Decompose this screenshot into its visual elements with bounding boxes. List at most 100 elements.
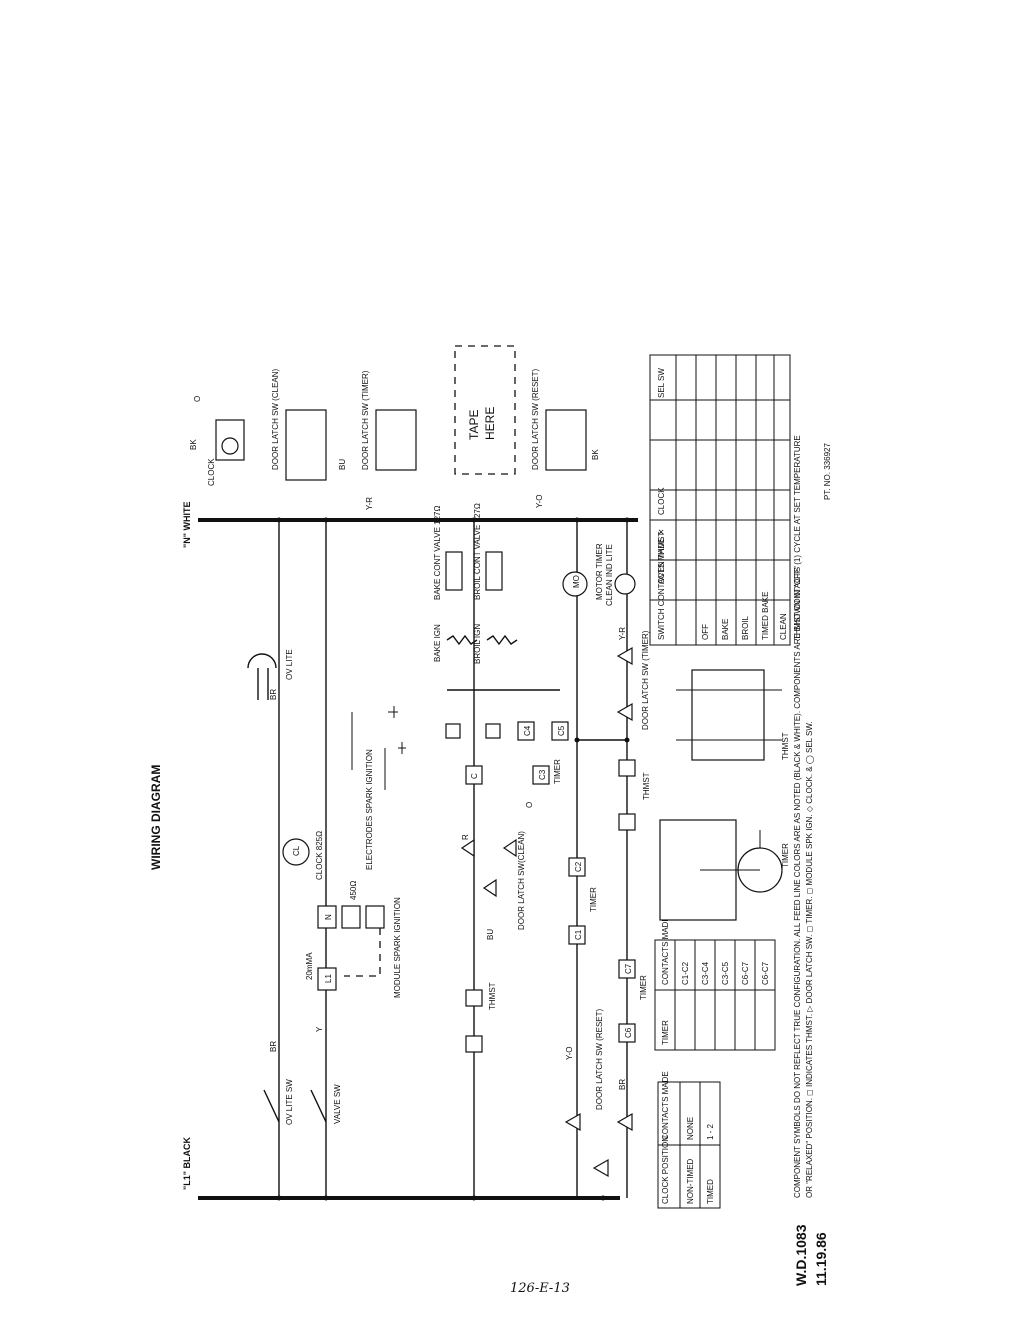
door-latch-top-timer	[375, 409, 417, 471]
clock-825-motor	[282, 838, 310, 866]
door-latch-top-timer-label: DOOR LATCH SW (TIMER)	[361, 370, 370, 470]
door-latch-clean-label: DOOR LATCH SW(CLEAN)	[517, 831, 526, 930]
svg-text:BU: BU	[338, 459, 347, 470]
contact-c3	[532, 765, 550, 785]
svg-text:R: R	[461, 834, 470, 840]
door-latch-top-clean	[285, 409, 327, 481]
door-latch-reset-symbol	[564, 1112, 581, 1132]
broil-cont-valve-label: BROIL CONT VALVE 127Ω	[473, 503, 482, 600]
module-spark-450	[341, 905, 361, 929]
timer-mechanism	[659, 819, 783, 921]
n-white-label: "N" WHITE	[182, 501, 192, 548]
svg-text:TIMER: TIMER	[781, 843, 790, 868]
svg-text:C4: C4	[523, 725, 532, 736]
bake-ign-terminal	[445, 723, 461, 739]
timer-table-header-1: CONTACTS MADE	[661, 916, 670, 985]
svg-text:N: N	[324, 914, 333, 920]
l1-terminal-box	[317, 967, 337, 991]
ov-lite-switch	[263, 1089, 280, 1123]
switch-table	[649, 354, 791, 646]
doc-number: W.D.1083	[793, 1224, 809, 1286]
valve-sw-label: VALVE SW	[333, 1084, 342, 1124]
clock-row-nontimed: NON-TIMED	[686, 1158, 695, 1204]
switch-table-header-6: SEL SW	[657, 368, 666, 398]
doc-date: 11.19.86	[813, 1232, 829, 1286]
switch-row-clean: CLEAN	[779, 613, 788, 640]
svg-text:TIMER: TIMER	[639, 975, 648, 1000]
footnote-line-2: OR "RELAXED" POSITION. ◻ INDICATES THMST…	[805, 721, 814, 1198]
svg-text:TIMER: TIMER	[553, 759, 562, 784]
door-latch-timer-label: DOOR LATCH SW (TIMER)	[641, 630, 650, 730]
svg-text:BU: BU	[486, 929, 495, 940]
module-spark-box3	[365, 905, 385, 929]
valve-switch	[310, 1089, 327, 1123]
bake-cont-valve	[445, 551, 463, 591]
contact-c2	[568, 857, 586, 877]
svg-text:BR: BR	[269, 1041, 278, 1052]
svg-text:Y-O: Y-O	[565, 1047, 574, 1061]
svg-text:THMST: THMST	[642, 772, 651, 800]
clock-table-header-1: CONTACTS MADE	[661, 1071, 670, 1140]
svg-text:CL: CL	[292, 845, 301, 856]
timer-row-5: C6-C7	[761, 961, 770, 985]
clock-table	[657, 1081, 721, 1209]
clean-ind-lite-label: CLEAN IND LITE	[605, 544, 614, 606]
svg-text:Y-R: Y-R	[618, 627, 627, 640]
svg-text:C3: C3	[538, 769, 547, 780]
door-latch-top-reset-label: DOOR LATCH SW (RESET)	[531, 368, 540, 470]
tape-label-1: TAPE	[467, 410, 481, 440]
clock-825-label: CLOCK 825Ω	[315, 831, 324, 880]
clean-ind-lite	[614, 573, 636, 595]
switch-row-broil: BROIL	[741, 615, 750, 640]
contact-c1	[568, 925, 586, 945]
svg-text:C2: C2	[574, 861, 583, 872]
footnote-line-1: COMPONENT SYMBOLS DO NOT REFLECT TRUE CO…	[793, 566, 802, 1198]
svg-text:BR: BR	[269, 689, 278, 700]
svg-text:C6: C6	[624, 1027, 633, 1038]
bake-cont-valve-label: BAKE CONT VALVE 127Ω	[433, 506, 442, 600]
tape-label-2: HERE	[483, 407, 497, 440]
contact-c5	[551, 721, 569, 741]
motor-timer-label: MOTOR TIMER	[595, 543, 604, 600]
handwritten-ref: 126-E-13	[510, 1281, 570, 1296]
thmst-2-box	[618, 813, 636, 831]
svg-text:C7: C7	[624, 963, 633, 974]
current-20ma-label: 20mMA	[305, 952, 314, 980]
svg-text:Y: Y	[315, 1026, 324, 1032]
door-latch-timer-symbol	[616, 702, 633, 722]
broil-ign-label: BROIL IGN	[473, 624, 482, 664]
switch-row-bake: BAKE	[721, 619, 730, 640]
timer-row-1: C1-C2	[681, 961, 690, 985]
switch-table-header-0: SWITCH CONTACTS MADE ✕	[657, 529, 666, 640]
door-latch-top-reset	[545, 409, 587, 471]
broil-ign-terminal	[485, 723, 501, 739]
tape-here-box	[454, 345, 516, 475]
broil-cont-valve	[485, 551, 503, 591]
motor-timer	[562, 571, 588, 597]
bake-ign-label: BAKE IGN	[433, 624, 442, 662]
svg-text:BR: BR	[618, 1079, 627, 1090]
switch-table-header-2: CLOCK	[657, 487, 666, 515]
timer-row-3: C3-C5	[721, 961, 730, 985]
clock-row-timed: TIMED	[706, 1179, 715, 1204]
bake-ign-resistor	[446, 634, 478, 646]
thmst-1-box	[465, 989, 483, 1007]
svg-text:C1: C1	[574, 929, 583, 940]
ohms-450-label: 450Ω	[349, 881, 358, 900]
svg-text:Y-O: Y-O	[535, 495, 544, 509]
door-latch-top-clean-label: DOOR LATCH SW (CLEAN)	[271, 368, 280, 470]
switch-row-off: OFF	[701, 624, 710, 640]
svg-text:TIMER: TIMER	[589, 887, 598, 912]
svg-text:BK: BK	[189, 439, 198, 450]
electrodes-label: ELECTRODES SPARK IGNITION	[365, 749, 374, 870]
thmst-mechanism	[676, 669, 782, 761]
timer-row-4: C6-C7	[741, 961, 750, 985]
svg-text:THMST: THMST	[781, 732, 790, 760]
contact-c4	[517, 721, 535, 741]
svg-text:C5: C5	[557, 725, 566, 736]
timer-row-2: C3-C4	[701, 961, 710, 985]
svg-text:C: C	[470, 773, 479, 779]
ov-lite-sw-label: OV LITE SW	[285, 1079, 294, 1125]
broil-ign-resistor	[486, 634, 518, 646]
